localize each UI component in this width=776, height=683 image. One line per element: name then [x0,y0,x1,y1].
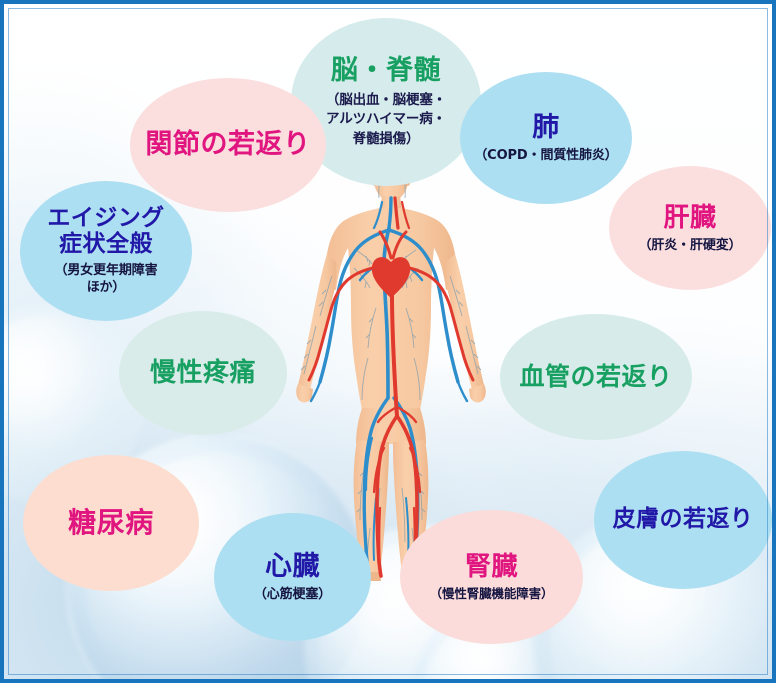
bubble-subtitle: （男女更年期障害 ほか） [54,262,158,296]
bubble-title: 糖尿病 [68,506,154,540]
bubble-subtitle: （心筋梗塞） [253,587,332,603]
bubble-subtitle: （肝炎・肝硬変） [638,237,742,253]
bubble-kidney[interactable]: 腎臓 （慢性腎臓機能障害） [400,510,583,644]
bubble-heart[interactable]: 心臓 （心筋梗塞） [214,513,371,641]
bubble-skin-rejuvenation[interactable]: 皮膚の若返り [594,451,772,589]
bubble-title: 肝臓 [663,203,717,233]
bubble-title: 皮膚の若返り [612,506,754,533]
bubble-general-aging-symptoms[interactable]: エイジング 症状全般 （男女更年期障害 ほか） [20,181,192,321]
bubble-subtitle: （COPD・間質性肺炎） [474,148,618,164]
bubble-joint-rejuvenation[interactable]: 関節の若返り [130,78,326,212]
bubble-blood-vessel-rejuvenation[interactable]: 血管の若返り [500,314,692,440]
bubble-title: 関節の若返り [145,129,311,161]
bubble-title: 肺 [532,112,560,144]
human-circulatory-system-illustration [296,158,486,588]
bubble-title: 血管の若返り [519,362,673,392]
bubble-title: 心臓 [264,551,321,583]
bubble-title: 慢性疼痛 [149,357,257,388]
bubble-title: エイジング 症状全般 [47,205,165,258]
bubble-chronic-pain[interactable]: 慢性疼痛 [119,311,287,435]
bubble-title: 脳・脊髄 [330,54,442,86]
bubble-subtitle: （脳出血・脳梗塞・ アルツハイマー病・ 脊髄損傷） [325,91,447,147]
bubble-diabetes[interactable]: 糖尿病 [23,455,199,591]
bubble-lung[interactable]: 肺 （COPD・間質性肺炎） [460,72,632,204]
arteries [307,196,475,578]
bubble-title: 腎臓 [464,552,519,583]
bubble-subtitle: （慢性腎臓機能障害） [429,585,554,601]
bubble-liver[interactable]: 肝臓 （肝炎・肝硬変） [609,166,771,290]
